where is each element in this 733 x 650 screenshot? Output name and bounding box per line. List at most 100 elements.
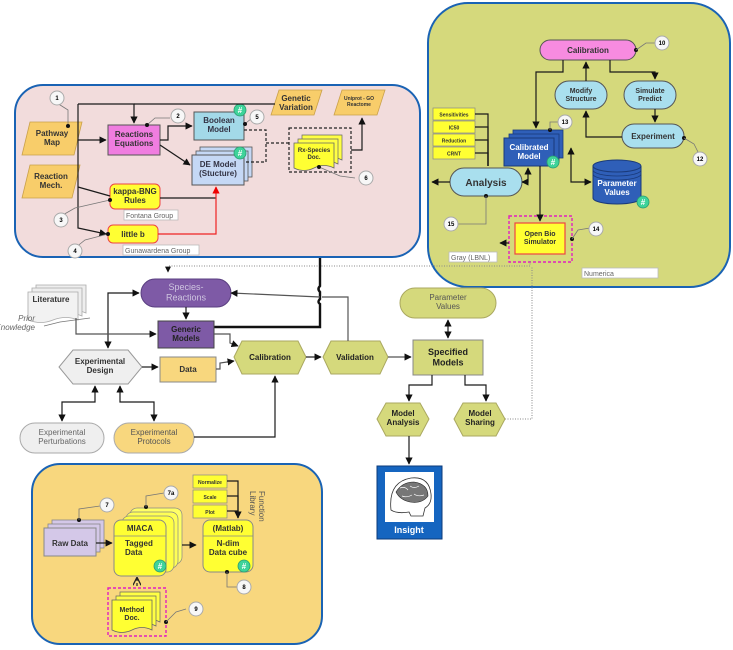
gunawardena-group-tag	[122, 244, 200, 256]
raw-data-node[interactable]: Raw Data	[43, 519, 105, 557]
callout-1: 1	[49, 90, 70, 128]
calibration-label: Calibration	[249, 353, 291, 362]
insight-node[interactable]: Insight	[376, 465, 443, 540]
callout-14: 14	[570, 221, 604, 241]
svg-text:12: 12	[697, 157, 704, 163]
calibration-loop-label: Calibration	[567, 46, 609, 55]
calibration-node[interactable]: Calibration	[233, 340, 307, 375]
validation-node[interactable]: Validation	[322, 340, 389, 375]
calibration-loop-node[interactable]: Calibration	[539, 39, 637, 61]
svg-text:15: 15	[448, 222, 455, 228]
analysis-method-label: Reduction	[442, 139, 466, 145]
svg-text:8: 8	[242, 585, 246, 591]
fontana-group-label: Fontana Group	[126, 213, 173, 220]
svg-text:3: 3	[59, 218, 63, 224]
analysis-label: Analysis	[465, 178, 507, 189]
de-model-node[interactable]: DE Model(Stucture) #	[191, 146, 253, 186]
svg-text:1: 1	[55, 96, 59, 102]
analysis-method-label: IC50	[449, 126, 460, 132]
numerica-label: Numerica	[584, 271, 614, 278]
callout-13: 13	[548, 114, 573, 132]
miaca-title: MIACA	[127, 524, 153, 533]
callout-2: 2	[145, 108, 186, 127]
data-node[interactable]: Data	[159, 356, 217, 383]
analysis-method-label: Sensitivities	[439, 113, 468, 119]
little-b-node[interactable]: little b	[107, 224, 159, 244]
species-reactions-label: Species-Reactions	[166, 282, 207, 302]
callout-6: 6	[317, 165, 374, 186]
svg-text:10: 10	[659, 41, 666, 47]
little-b-label: little b	[121, 230, 145, 239]
prior-knowledge-label: PriorKnowledge	[0, 314, 36, 332]
gray-lbnl-tag	[448, 251, 498, 263]
experiment-label: Experiment	[631, 132, 675, 141]
svg-text:5: 5	[255, 115, 259, 121]
callout-7a: 7a	[144, 485, 179, 509]
species-reactions-node[interactable]: Species-Reactions	[140, 278, 232, 308]
hash-badge-text: #	[238, 106, 243, 115]
function-label: Plot	[205, 510, 215, 516]
hash-badge-icon	[636, 195, 650, 209]
data-label: Data	[179, 365, 197, 374]
svg-text:4: 4	[73, 249, 77, 255]
method-doc-frame	[107, 587, 167, 637]
hash-badge-text: #	[158, 562, 163, 571]
de-model-label: DE Model(Stucture)	[199, 160, 237, 178]
svg-text:7: 7	[105, 503, 109, 509]
experiment-node[interactable]: Experiment	[621, 123, 685, 149]
callout-8: 8	[225, 570, 252, 595]
literature-label: Literature	[33, 295, 70, 304]
connector	[227, 510, 239, 518]
svg-text:2: 2	[176, 114, 180, 120]
connector	[475, 152, 489, 166]
hash-badge-icon	[153, 559, 167, 573]
validation-label: Validation	[336, 353, 374, 362]
callout-9: 9	[164, 601, 204, 624]
analysis-node[interactable]: Analysis	[449, 167, 523, 197]
literature-node[interactable]: Literature	[27, 284, 87, 323]
